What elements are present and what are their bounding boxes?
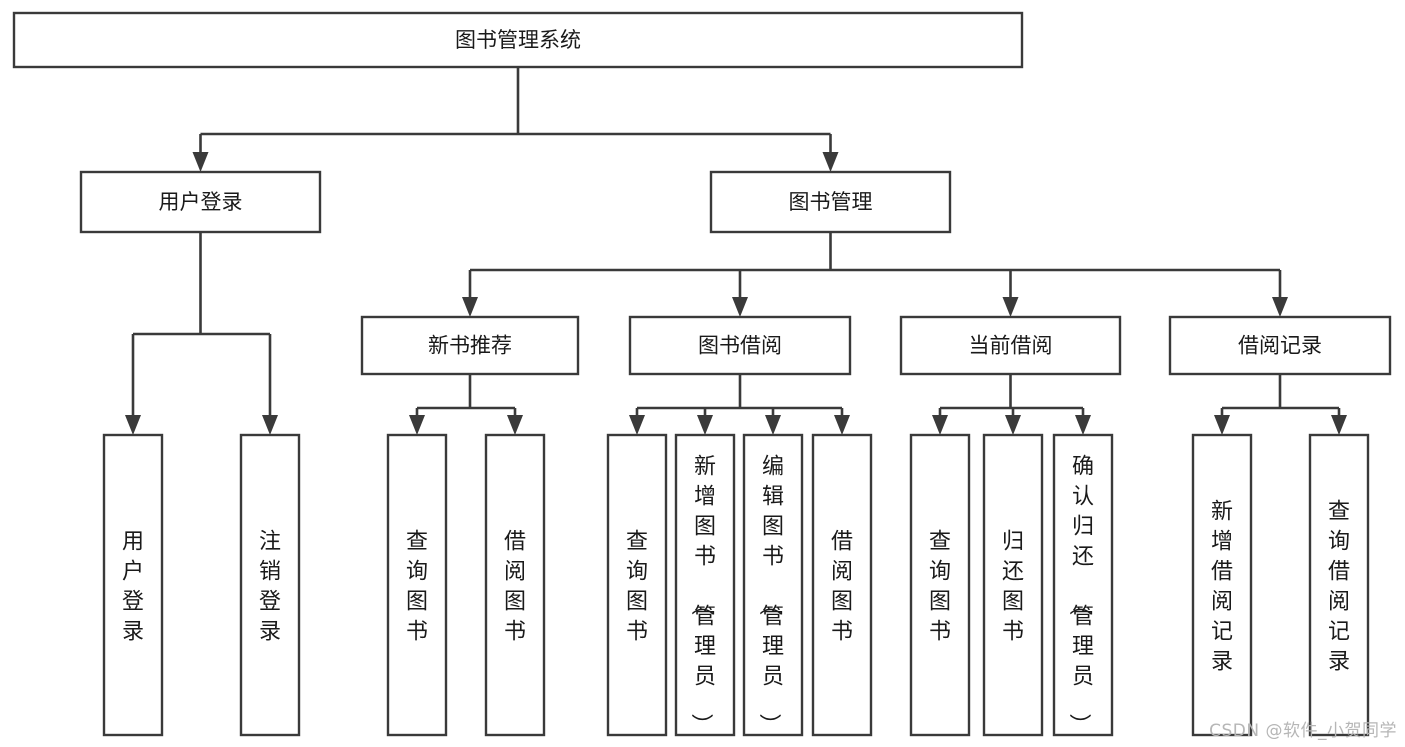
node-leaf-10[interactable]: 确认归还（管理员） — [1052, 433, 1114, 737]
node-label: 查询图书 — [406, 529, 428, 644]
edge-arrowhead — [1214, 415, 1230, 435]
node-label: 新书推荐 — [428, 334, 512, 358]
edge-arrowhead — [1075, 415, 1091, 435]
node-label: 注销登录 — [259, 529, 281, 644]
node-label: 当前借阅 — [969, 334, 1053, 358]
node-label: 编辑图书（管理员） — [756, 454, 784, 735]
node-leaf-4[interactable]: 查询图书 — [606, 433, 668, 737]
node-level3-2[interactable]: 当前借阅 — [899, 315, 1122, 376]
edges-layer — [125, 67, 1347, 435]
edge-arrowhead — [834, 415, 850, 435]
node-leaf-1[interactable]: 注销登录 — [239, 433, 301, 737]
node-label: 图书借阅 — [698, 334, 782, 358]
node-leaf-9[interactable]: 归还图书 — [982, 433, 1044, 737]
node-label: 图书管理系统 — [455, 28, 581, 52]
node-leaf-3[interactable]: 借阅图书 — [484, 433, 546, 737]
edge-arrowhead — [932, 415, 948, 435]
node-leaf-2[interactable]: 查询图书 — [386, 433, 448, 737]
node-label: 用户登录 — [122, 529, 144, 644]
node-label: 借阅图书 — [504, 529, 526, 644]
node-root-system[interactable]: 图书管理系统 — [12, 11, 1024, 69]
node-level2-1[interactable]: 图书管理 — [709, 170, 952, 234]
edge-arrowhead — [125, 415, 141, 435]
nodes-layer: 图书管理系统用户登录图书管理新书推荐图书借阅当前借阅借阅记录用户登录注销登录查询… — [12, 11, 1392, 737]
edge-arrowhead — [409, 415, 425, 435]
edge-arrowhead — [765, 415, 781, 435]
node-label: 查询图书 — [929, 529, 951, 644]
node-label: 确认归还（管理员） — [1066, 454, 1094, 735]
node-label: 新增图书（管理员） — [688, 454, 716, 735]
node-level2-0[interactable]: 用户登录 — [79, 170, 322, 234]
node-level3-3[interactable]: 借阅记录 — [1168, 315, 1392, 376]
node-label: 查询图书 — [626, 529, 648, 644]
node-leaf-12[interactable]: 查询借阅记录 — [1308, 433, 1370, 737]
edge-arrowhead — [262, 415, 278, 435]
node-leaf-0[interactable]: 用户登录 — [102, 433, 164, 737]
edge-arrowhead — [192, 152, 209, 172]
node-leaf-6[interactable]: 编辑图书（管理员） — [742, 433, 804, 737]
node-level3-0[interactable]: 新书推荐 — [360, 315, 580, 376]
node-label: 新增借阅记录 — [1211, 499, 1233, 674]
edge-arrowhead — [1005, 415, 1021, 435]
edge-arrowhead — [697, 415, 713, 435]
node-label: 借阅记录 — [1238, 334, 1322, 358]
edge-arrowhead — [1331, 415, 1347, 435]
edge-arrowhead — [732, 297, 748, 317]
edge-arrowhead — [629, 415, 645, 435]
edge-arrowhead — [507, 415, 523, 435]
node-label: 归还图书 — [1002, 529, 1024, 644]
edge-arrowhead — [822, 152, 839, 172]
edge-arrowhead — [462, 297, 478, 317]
edge-arrowhead — [1272, 297, 1288, 317]
node-leaf-8[interactable]: 查询图书 — [909, 433, 971, 737]
node-label: 借阅图书 — [831, 529, 853, 644]
node-leaf-5[interactable]: 新增图书（管理员） — [674, 433, 736, 737]
node-label: 用户登录 — [159, 190, 243, 214]
node-leaf-7[interactable]: 借阅图书 — [811, 433, 873, 737]
edge-arrowhead — [1002, 297, 1019, 317]
node-leaf-11[interactable]: 新增借阅记录 — [1191, 433, 1253, 737]
node-label: 图书管理 — [789, 190, 873, 214]
node-level3-1[interactable]: 图书借阅 — [628, 315, 852, 376]
node-label: 查询借阅记录 — [1328, 499, 1350, 674]
